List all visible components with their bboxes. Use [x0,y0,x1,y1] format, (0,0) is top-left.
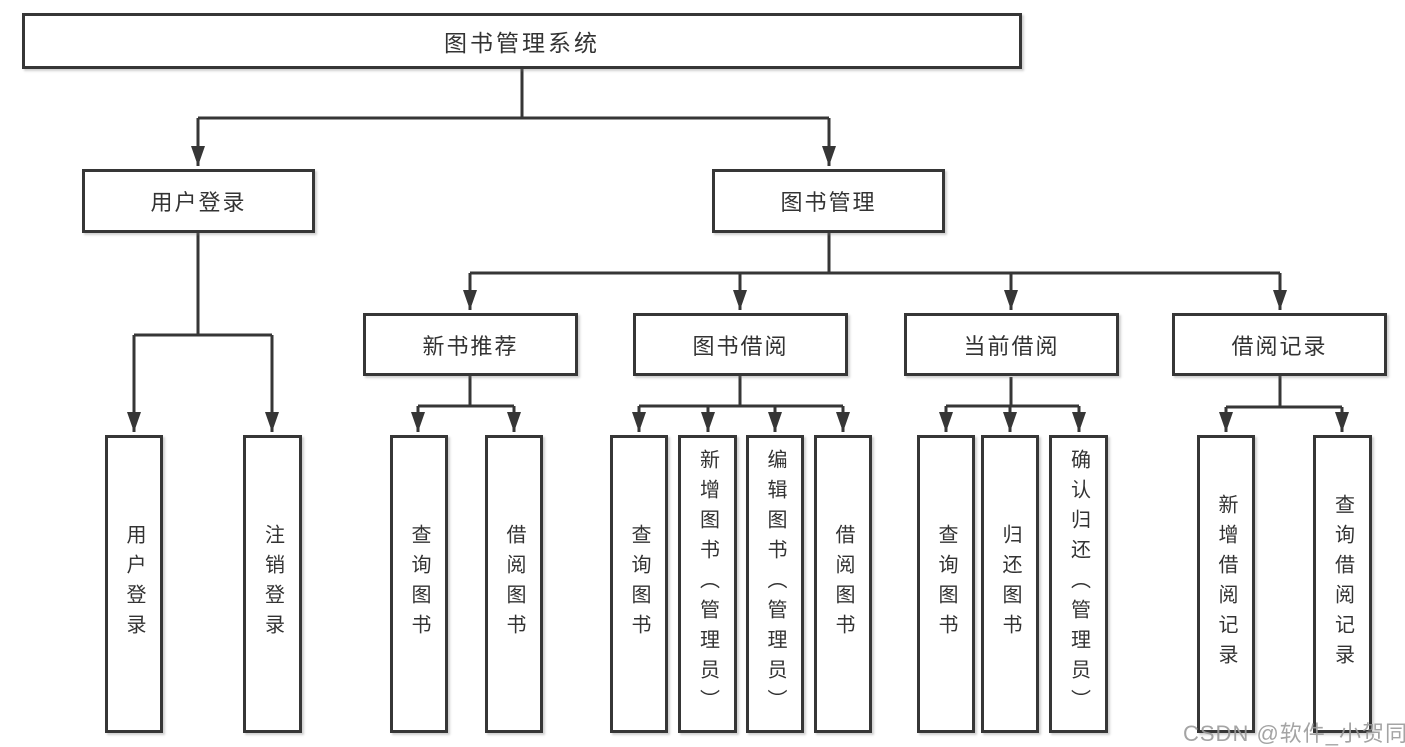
leaf-query-books-current: 查询图书 [917,435,975,733]
node-label: 确认归还（管理员） [1067,449,1090,719]
leaf-add-borrow-record: 新增借阅记录 [1197,435,1255,733]
node-label: 用户登录 [150,190,247,215]
csdn-watermark: CSDN @软件_小贺同学 [1183,721,1405,746]
leaf-confirm-return-admin: 确认归还（管理员） [1049,435,1108,733]
leaf-logout: 注销登录 [243,435,302,733]
node-label: 图书借阅 [692,333,789,359]
node-label: 图书管理 [780,190,877,215]
leaf-add-books-admin: 新增图书（管理员） [678,435,737,733]
node-label: 当前借阅 [963,333,1060,359]
leaf-user-login: 用户登录 [105,435,163,733]
node-label: 查询借阅记录 [1331,494,1354,674]
node-label: 编辑图书（管理员） [764,449,786,719]
node-label: 用户登录 [123,524,145,644]
node-book-borrow: 图书借阅 [633,313,848,376]
node-current-borrow: 当前借阅 [904,313,1119,376]
node-book-management: 图书管理 [712,169,945,233]
node-label: 借阅记录 [1231,333,1328,359]
node-root-library-system: 图书管理系统 [22,13,1022,69]
node-label: 查询图书 [408,524,430,644]
leaf-query-borrow-record: 查询借阅记录 [1313,435,1372,733]
node-user-login: 用户登录 [82,169,315,233]
node-label: 新增图书（管理员） [696,449,719,719]
leaf-return-books: 归还图书 [981,435,1039,733]
leaf-query-books-borrow: 查询图书 [610,435,668,733]
leaf-borrow-books-recommend: 借阅图书 [485,435,543,733]
node-borrow-record: 借阅记录 [1172,313,1387,376]
leaf-edit-books-admin: 编辑图书（管理员） [746,435,804,733]
leaf-query-books-recommend: 查询图书 [390,435,448,733]
node-label: 借阅图书 [503,524,525,644]
node-label: 新书推荐 [422,333,519,359]
leaf-borrow-books: 借阅图书 [814,435,872,733]
node-new-book-recommend: 新书推荐 [363,313,578,376]
node-label: 借阅图书 [832,524,854,644]
node-label: 图书管理系统 [444,30,600,56]
node-label: 新增借阅记录 [1215,494,1237,674]
node-label: 查询图书 [935,524,957,644]
node-label: 查询图书 [628,524,650,644]
node-label: 注销登录 [261,524,284,644]
node-label: 归还图书 [999,524,1021,644]
